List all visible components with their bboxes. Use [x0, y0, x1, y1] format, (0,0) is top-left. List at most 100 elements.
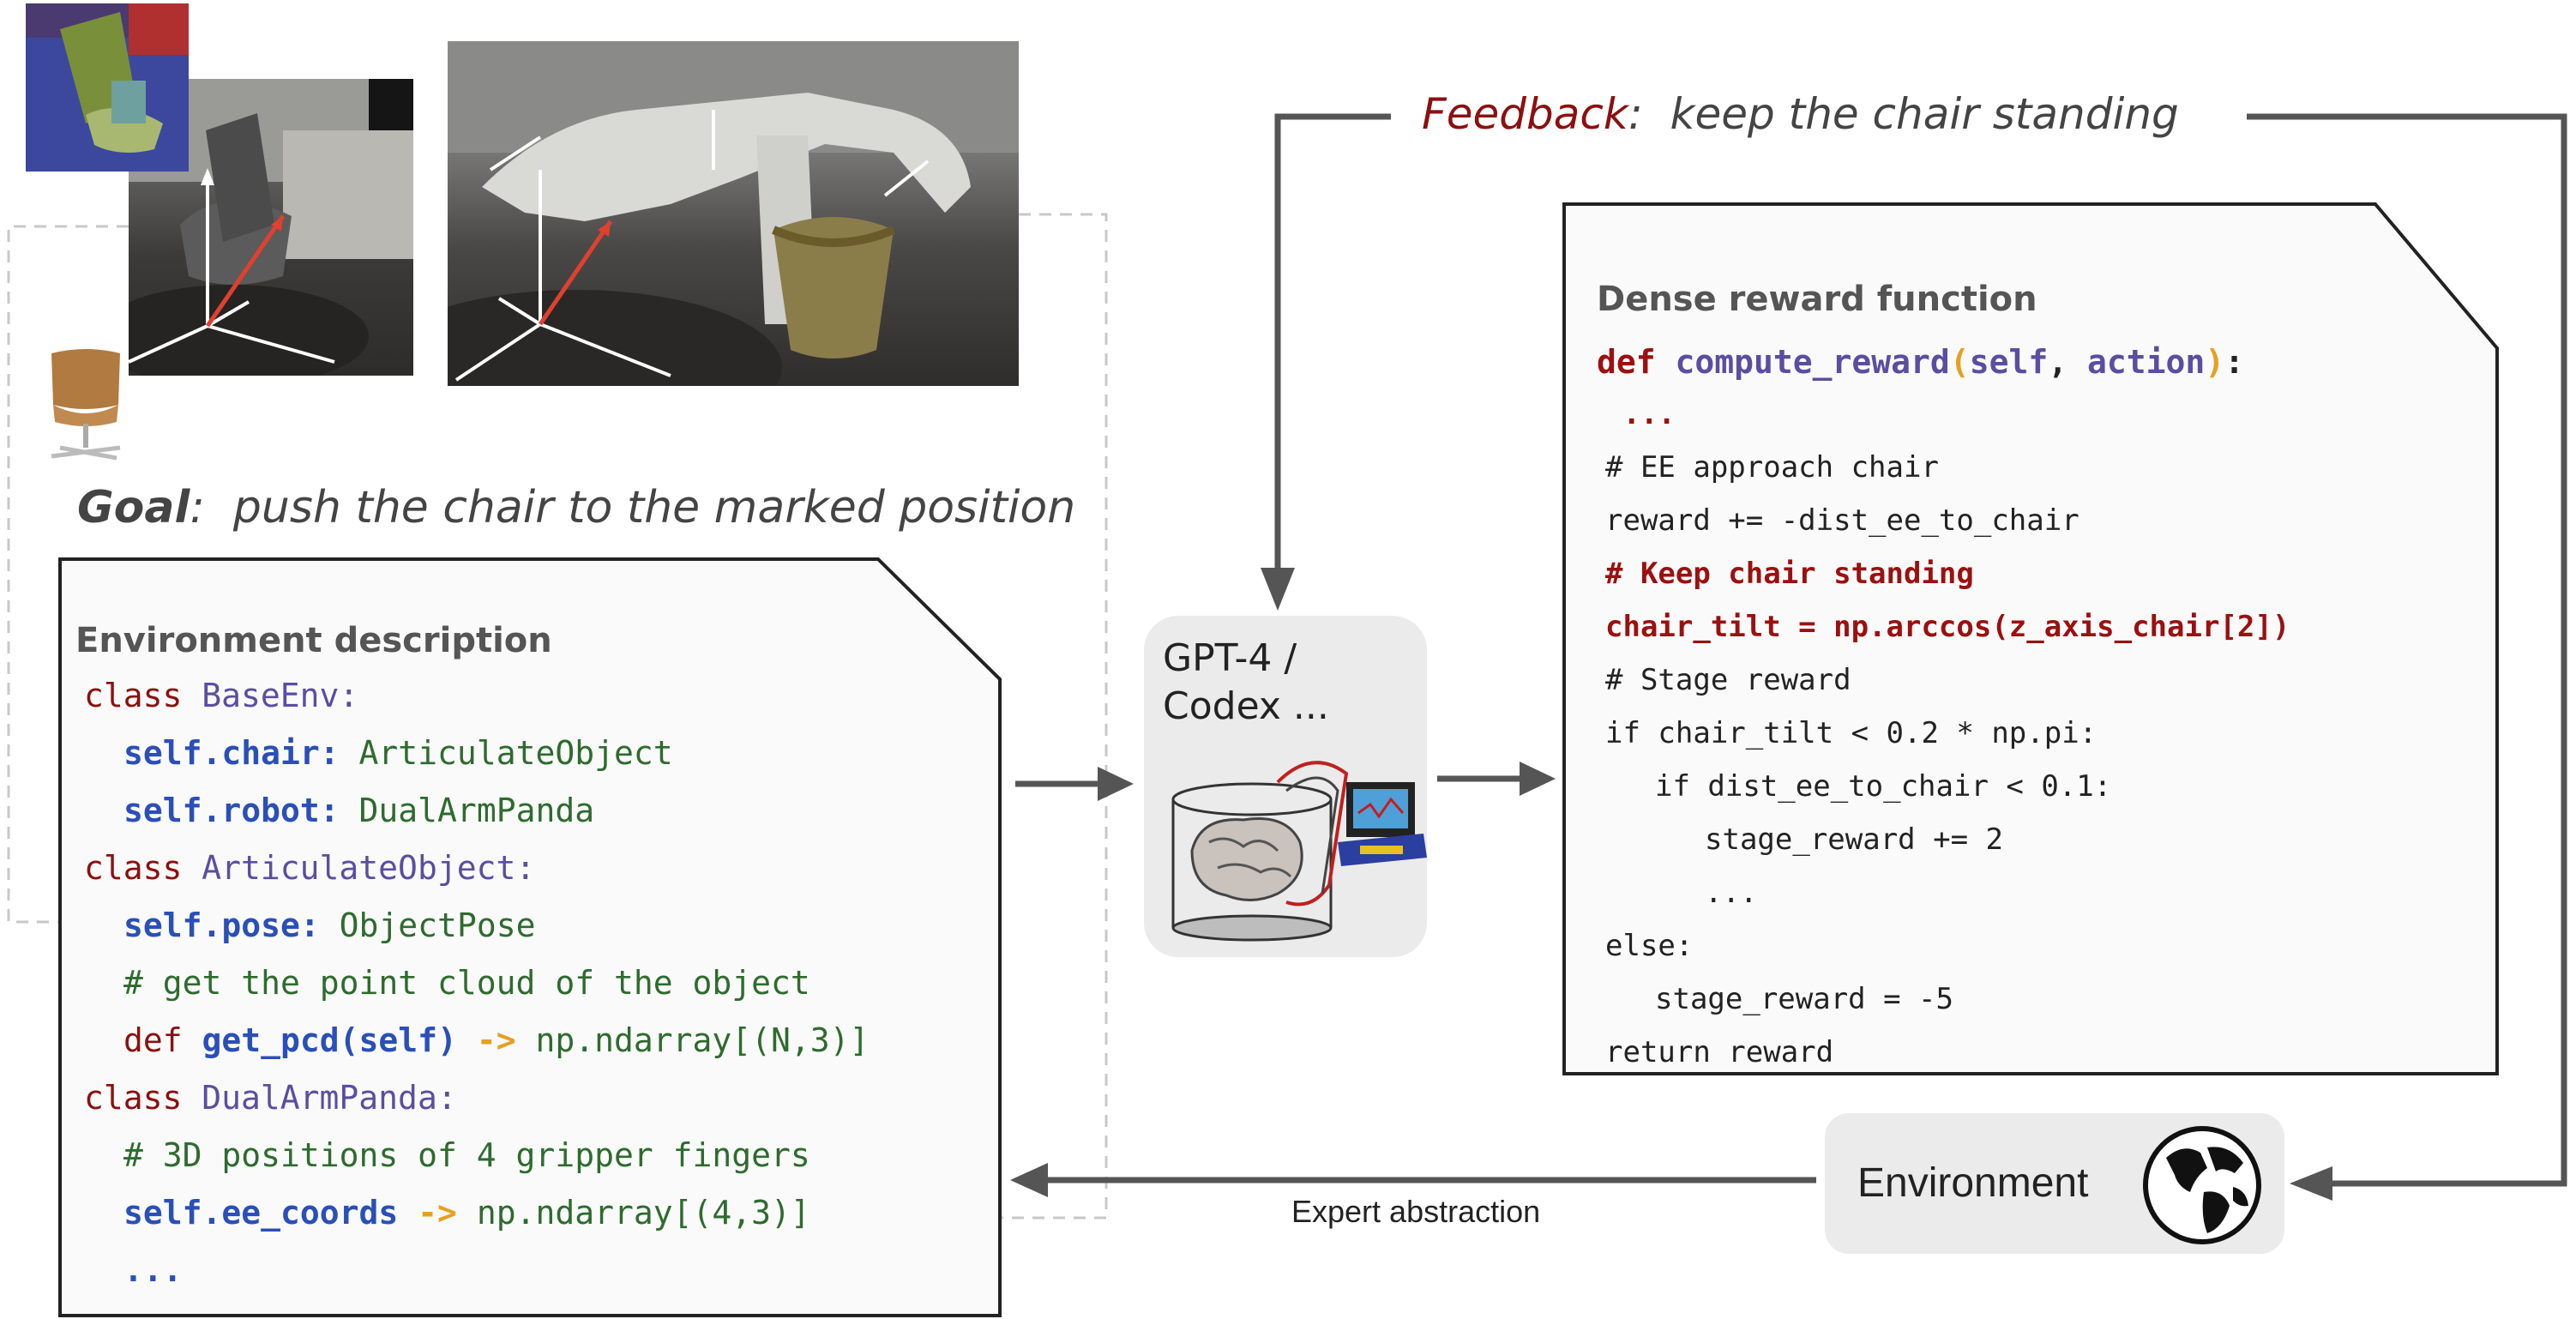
expert-abstraction-arrowhead: [1010, 1163, 1048, 1197]
goal-caption: Goal: push the chair to the marked posit…: [77, 482, 1076, 533]
code-token: ...: [1705, 876, 1758, 910]
signature-token: (: [1949, 343, 1970, 381]
code-line: self.pose: ObjectPose: [75, 897, 869, 955]
code-line: stage_reward += 2: [1597, 813, 2290, 866]
code-token: get_pcd(self): [202, 1021, 457, 1059]
code-line: # Keep chair standing: [1597, 547, 2290, 600]
chair-model-icon: [34, 345, 154, 465]
env-to-reward-loop: [2247, 113, 2567, 1187]
code-line: class ArticulateObject:: [75, 840, 869, 897]
code-token: np.ndarray[(4,3)]: [476, 1194, 810, 1232]
code-token: self.ee_coords: [123, 1194, 399, 1232]
code-token: # Stage reward: [1605, 663, 1851, 697]
signature-token: def: [1597, 343, 1676, 381]
goal-text: push the chair to the marked position: [232, 482, 1076, 533]
llm-label: GPT-4 / Codex ...: [1163, 636, 1329, 728]
brain-computer-icon: [1158, 731, 1432, 945]
expert-abstraction-label: Expert abstraction: [1291, 1194, 1541, 1229]
code-line: reward += -dist_ee_to_chair: [1597, 494, 2290, 547]
code-token: if dist_ee_to_chair < 0.1:: [1655, 769, 2112, 804]
signature-token: action: [2086, 343, 2206, 381]
code-line: stage_reward = -5: [1597, 973, 2290, 1026]
code-token: reward += -dist_ee_to_chair: [1605, 503, 2079, 538]
code-token: class: [84, 677, 202, 714]
feedback-arrowhead: [1261, 568, 1295, 611]
reward-signature: def compute_reward(self, action):: [1597, 343, 2290, 381]
llm-to-reward-arrowhead: [1520, 762, 1556, 796]
code-token: ...: [1605, 397, 1676, 431]
env-code-block: class BaseEnv:self.chair: ArticulateObje…: [75, 667, 869, 1299]
code-token: stage_reward = -5: [1655, 982, 1953, 1016]
code-token: if chair_tilt < 0.2 * np.pi:: [1605, 716, 2098, 750]
code-token: ->: [456, 1021, 536, 1059]
env-panel-frame: [58, 557, 1002, 1317]
dual-arm-scene-photo: [448, 41, 1019, 386]
code-line: # EE approach chair: [1597, 441, 2290, 494]
code-token: def: [123, 1021, 202, 1059]
code-token: class: [84, 1079, 202, 1117]
feedback-text: keep the chair standing: [1670, 89, 2179, 139]
env-loop-arrowhead: [2290, 1166, 2332, 1201]
dashed-link: [935, 213, 1108, 1220]
env-to-llm-arrowhead: [1098, 767, 1134, 801]
code-line: ...: [1597, 388, 2290, 441]
code-token: ->: [398, 1194, 477, 1232]
feedback-arrow: [1274, 113, 1391, 600]
code-token: np.ndarray[(N,3)]: [535, 1021, 870, 1059]
signature-token: ): [2205, 343, 2225, 381]
code-token: self.robot:: [123, 792, 359, 829]
code-line: ...: [1597, 866, 2290, 919]
code-token: ObjectPose: [339, 906, 536, 944]
code-line: if dist_ee_to_chair < 0.1:: [1597, 760, 2290, 813]
code-line: self.ee_coords -> np.ndarray[(4,3)]: [75, 1184, 869, 1242]
code-line: class DualArmPanda:: [75, 1069, 869, 1127]
code-token: # EE approach chair: [1605, 450, 1939, 485]
code-token: ArticulateObject: [358, 734, 673, 772]
code-line: self.chair: ArticulateObject: [75, 725, 869, 782]
feedback-label: Feedback: [1422, 89, 1628, 139]
code-token: self.chair:: [123, 734, 359, 772]
code-line: chair_tilt = np.arccos(z_axis_chair[2]): [1597, 600, 2290, 653]
code-token: DualArmPanda: [358, 792, 595, 829]
feedback-caption: Feedback: keep the chair standing: [1422, 89, 2179, 139]
code-token: return reward: [1605, 1035, 1834, 1069]
signature-token: :: [2224, 343, 2245, 381]
code-line: if chair_tilt < 0.2 * np.pi:: [1597, 707, 2290, 760]
dense-reward-panel: Dense reward function def compute_reward…: [1597, 280, 2290, 1079]
code-token: self.pose:: [123, 906, 340, 944]
code-token: ArticulateObject:: [202, 849, 536, 887]
code-token: else:: [1605, 929, 1694, 963]
code-token: BaseEnv:: [202, 677, 359, 714]
reward-panel-title: Dense reward function: [1597, 280, 2037, 319]
signature-token: ,: [2048, 343, 2087, 381]
code-token: DualArmPanda:: [202, 1079, 457, 1117]
chair-scene-photo: [129, 79, 413, 376]
code-line: self.robot: DualArmPanda: [75, 782, 869, 840]
code-token: # Keep chair standing: [1605, 557, 1974, 591]
segmentation-thumbnail: [26, 3, 189, 172]
code-token: stage_reward += 2: [1705, 822, 2003, 857]
reward-code-block: ... # EE approach chair reward += -dist_ee…: [1597, 388, 2290, 1079]
signature-token: self: [1969, 343, 2049, 381]
code-line: else:: [1597, 919, 2290, 973]
code-token: ...: [123, 1251, 183, 1289]
code-line: # 3D positions of 4 gripper fingers: [75, 1127, 869, 1184]
code-token: class: [84, 849, 202, 887]
globe-icon: [2140, 1123, 2264, 1247]
environment-description-panel: Environment description class BaseEnv:se…: [75, 621, 869, 1299]
goal-label: Goal: [77, 482, 190, 533]
code-line: class BaseEnv:: [75, 667, 869, 725]
reward-panel-frame: [1562, 202, 2499, 1075]
code-token: # 3D positions of 4 gripper fingers: [123, 1136, 810, 1174]
code-line: def get_pcd(self) -> np.ndarray[(N,3)]: [75, 1012, 869, 1069]
env-panel-title: Environment description: [75, 621, 552, 660]
code-line: return reward: [1597, 1026, 2290, 1079]
code-token: # get the point cloud of the object: [123, 964, 810, 1002]
code-token: chair_tilt = np.arccos(z_axis_chair[2]): [1605, 610, 2290, 644]
code-line: ...: [75, 1242, 869, 1299]
signature-token: compute_reward: [1675, 343, 1950, 381]
code-line: # Stage reward: [1597, 653, 2290, 707]
environment-label: Environment: [1857, 1160, 2089, 1206]
code-line: # get the point cloud of the object: [75, 955, 869, 1012]
